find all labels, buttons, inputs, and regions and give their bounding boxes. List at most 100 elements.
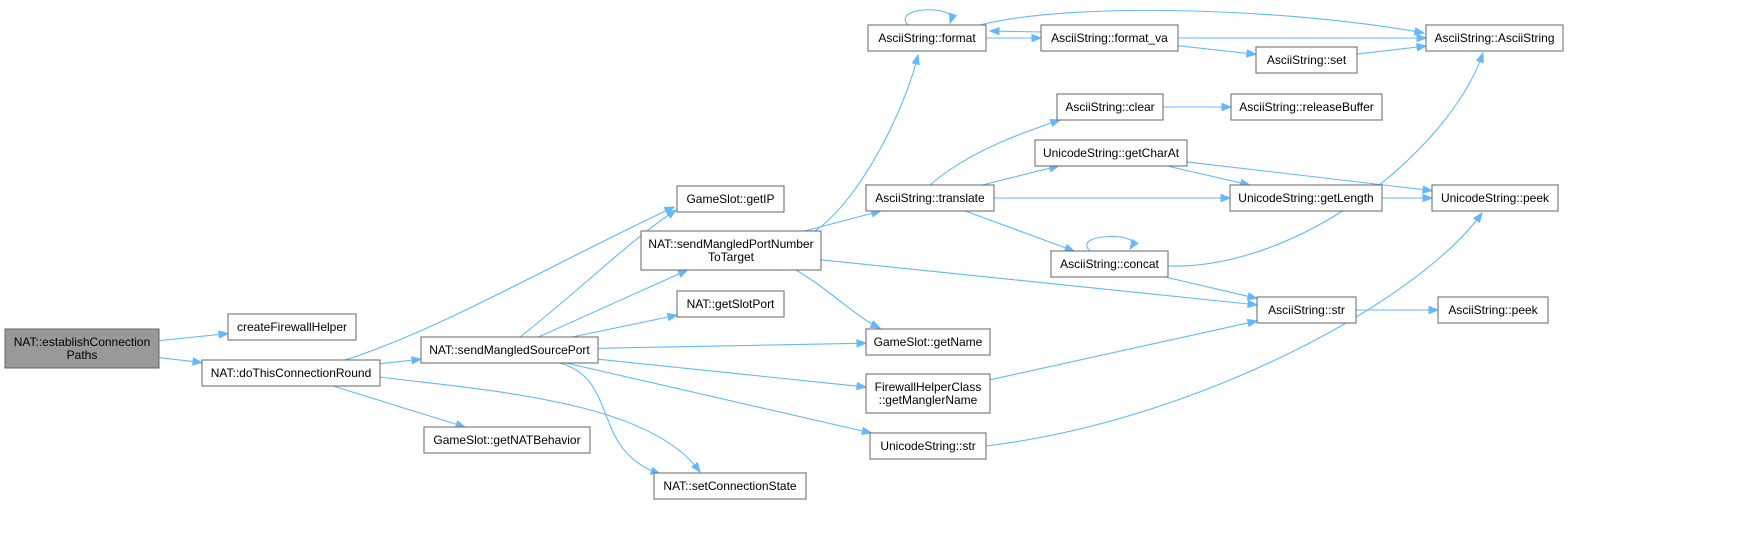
- edge-arrowhead: [988, 26, 1000, 36]
- edge-line: [1186, 161, 1433, 192]
- edge-concat-to-asciiCtor: [1167, 51, 1484, 267]
- node-asciiPeek[interactable]: AsciiString::peek: [1437, 296, 1549, 324]
- edge-establish-to-createFirewall: [158, 330, 230, 342]
- edge-line: [985, 212, 1483, 447]
- edge-line: [566, 362, 872, 434]
- edge-doThisRound-to-getNATBehavior: [332, 385, 467, 429]
- edge-arrowhead: [218, 330, 230, 339]
- node-box: [640, 230, 822, 271]
- edge-uniStr-to-uniPeek: [985, 211, 1483, 447]
- node-getIP[interactable]: GameSlot::getIP: [676, 185, 785, 213]
- node-doThisRound[interactable]: NAT::doThisConnectionRound: [201, 359, 381, 387]
- node-box: [1230, 93, 1383, 121]
- edge-sendPortNum-to-asciiStr: [820, 259, 1259, 309]
- edge-line: [559, 362, 661, 475]
- node-label: UnicodeString::str: [880, 439, 975, 453]
- edge-arrowhead: [666, 312, 679, 322]
- edge-arrowhead: [1422, 185, 1434, 194]
- node-getSlotPort[interactable]: NAT::getSlotPort: [676, 290, 785, 318]
- edge-formatVa-to-format: [988, 26, 1042, 36]
- node-label: AsciiString::str: [1268, 303, 1345, 317]
- edge-sendMangledSource-to-getManglerName: [597, 358, 868, 391]
- edge-arrowhead: [949, 12, 958, 25]
- edge-line: [1086, 235, 1134, 252]
- node-uniStr[interactable]: UnicodeString::str: [869, 432, 987, 460]
- node-getManglerName[interactable]: FirewallHelperClass::getManglerName: [865, 373, 991, 414]
- node-releaseBuffer[interactable]: AsciiString::releaseBuffer: [1230, 93, 1383, 121]
- edge-arrowhead: [1031, 33, 1043, 43]
- edge-arrowhead: [869, 320, 882, 329]
- node-getNATBehavior[interactable]: GameSlot::getNATBehavior: [423, 426, 591, 454]
- edge-arrowhead: [690, 461, 701, 474]
- edge-arrowhead: [665, 209, 678, 219]
- node-sendMangledSource[interactable]: NAT::sendMangledSourcePort: [420, 336, 599, 364]
- node-getName[interactable]: GameSlot::getName: [865, 328, 991, 356]
- edge-arrowhead: [1220, 193, 1232, 203]
- node-label: ToTarget: [708, 250, 755, 264]
- edge-arrowhead: [861, 426, 873, 435]
- node-formatVa[interactable]: AsciiString::format_va: [1040, 24, 1179, 52]
- node-label: AsciiString::translate: [875, 191, 985, 205]
- node-getCharAt[interactable]: UnicodeString::getCharAt: [1034, 139, 1188, 167]
- edge-getManglerName-to-asciiStr: [989, 318, 1259, 381]
- edge-arrowhead: [1049, 118, 1062, 128]
- node-label: ::getManglerName: [879, 393, 978, 407]
- node-label: createFirewallHelper: [237, 320, 347, 334]
- node-set[interactable]: AsciiString::set: [1255, 46, 1358, 74]
- node-label: GameSlot::getIP: [686, 192, 774, 206]
- edge-formatVa-to-asciiCtor: [1178, 33, 1428, 43]
- node-label: UnicodeString::getCharAt: [1043, 146, 1180, 160]
- node-label: GameSlot::getNATBehavior: [433, 433, 580, 447]
- node-box: [1437, 296, 1549, 324]
- edge-line: [1167, 165, 1250, 186]
- edge-concat-to-asciiStr: [1165, 276, 1259, 301]
- edge-arrowhead: [1413, 27, 1426, 36]
- node-asciiCtor[interactable]: AsciiString::AsciiString: [1425, 24, 1564, 52]
- edge-line: [1177, 45, 1257, 55]
- edge-line: [1356, 45, 1427, 55]
- node-box: [869, 432, 987, 460]
- edge-sendMangledSource-to-getName: [597, 339, 868, 349]
- edge-line: [814, 54, 919, 232]
- node-box: [676, 290, 785, 318]
- node-createFirewall[interactable]: createFirewallHelper: [227, 313, 357, 341]
- node-box: [1425, 24, 1564, 52]
- edge-arrowhead: [856, 339, 868, 348]
- edge-sendMangledSource-to-uniStr: [566, 362, 873, 435]
- edge-getCharAt-to-getLength: [1167, 165, 1252, 187]
- edge-arrowhead: [1416, 33, 1428, 43]
- node-label: AsciiString::concat: [1060, 257, 1159, 271]
- node-label: AsciiString::format: [878, 31, 976, 45]
- edge-arrowhead: [1422, 193, 1434, 203]
- node-label: AsciiString::set: [1267, 53, 1347, 67]
- node-concat[interactable]: AsciiString::concat: [1050, 250, 1169, 278]
- edge-format-to-asciiCtor: [979, 9, 1426, 36]
- node-setConnState[interactable]: NAT::setConnectionState: [653, 472, 807, 500]
- node-label: NAT::setConnectionState: [663, 479, 797, 493]
- node-label: AsciiString::clear: [1065, 100, 1154, 114]
- node-box: [676, 185, 785, 213]
- node-label: FirewallHelperClass: [875, 380, 982, 394]
- node-getLength[interactable]: UnicodeString::getLength: [1229, 184, 1383, 212]
- edge-getCharAt-to-uniPeek: [1186, 161, 1434, 194]
- node-uniPeek[interactable]: UnicodeString::peek: [1431, 184, 1559, 212]
- node-box: [653, 472, 807, 500]
- node-asciiStr[interactable]: AsciiString::str: [1256, 296, 1357, 324]
- node-clear[interactable]: AsciiString::clear: [1056, 93, 1164, 121]
- edge-arrowhead: [1129, 238, 1139, 251]
- node-box: [1034, 139, 1188, 167]
- node-label: GameSlot::getName: [874, 335, 983, 349]
- edge-translate-to-getCharAt: [982, 164, 1061, 186]
- node-label: AsciiString::peek: [1448, 303, 1538, 317]
- node-label: NAT::sendMangledSourcePort: [429, 343, 590, 357]
- edge-translate-to-getLength: [994, 193, 1232, 203]
- node-translate[interactable]: AsciiString::translate: [865, 184, 995, 212]
- edge-arrowhead: [192, 357, 204, 366]
- node-format[interactable]: AsciiString::format: [867, 24, 987, 52]
- edge-arrowhead: [411, 356, 423, 365]
- node-label: UnicodeString::getLength: [1238, 191, 1373, 205]
- node-label: UnicodeString::peek: [1441, 191, 1550, 205]
